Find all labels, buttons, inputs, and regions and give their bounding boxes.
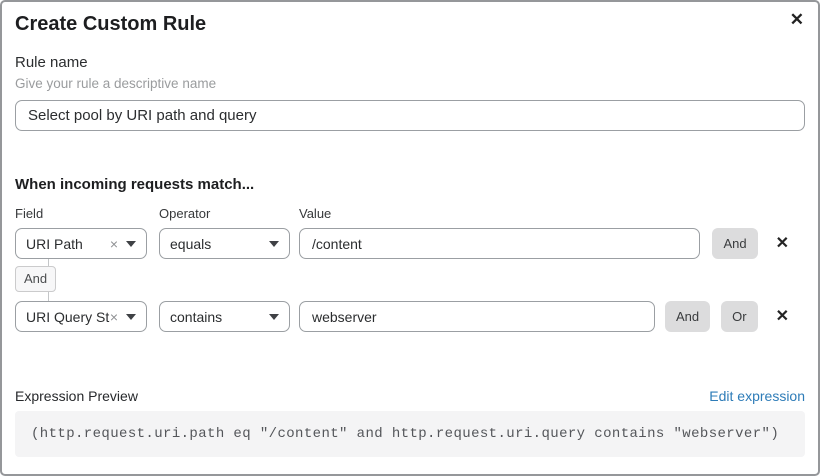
chevron-down-icon bbox=[126, 240, 136, 247]
condition-row: URI Query St... × contains And Or ✕ bbox=[15, 301, 805, 332]
rule-name-label: Rule name bbox=[15, 54, 88, 71]
connector-line bbox=[48, 259, 49, 266]
field-select-value: URI Path bbox=[26, 235, 83, 252]
connector-line bbox=[48, 292, 49, 301]
and-connector-badge[interactable]: And bbox=[15, 266, 57, 292]
operator-column-label: Operator bbox=[159, 206, 211, 221]
page-title: Create Custom Rule bbox=[15, 13, 207, 35]
expression-preview-header: Expression Preview Edit expression bbox=[15, 388, 805, 404]
operator-select-value: equals bbox=[170, 235, 212, 252]
expression-preview-label: Expression Preview bbox=[15, 388, 138, 404]
condition-column-labels: Field Operator Value bbox=[15, 206, 805, 221]
add-or-condition-button[interactable]: Or bbox=[721, 301, 758, 332]
chevron-down-icon bbox=[269, 240, 279, 247]
value-input[interactable] bbox=[299, 301, 655, 332]
condition-row: URI Path × equals And ✕ bbox=[15, 228, 805, 259]
value-column-label: Value bbox=[299, 206, 332, 221]
remove-row-icon[interactable]: ✕ bbox=[775, 234, 789, 252]
field-column-label: Field bbox=[15, 206, 44, 221]
chevron-down-icon bbox=[269, 313, 279, 320]
operator-select[interactable]: contains bbox=[159, 301, 290, 332]
clear-selection-icon[interactable]: × bbox=[109, 308, 118, 325]
operator-select-value: contains bbox=[170, 308, 223, 325]
field-select[interactable]: URI Path × bbox=[15, 228, 147, 259]
close-icon[interactable]: ✕ bbox=[786, 8, 808, 32]
remove-row-icon[interactable]: ✕ bbox=[775, 307, 789, 325]
add-and-condition-button[interactable]: And bbox=[665, 301, 711, 332]
logic-connector: And bbox=[15, 259, 805, 301]
match-section-heading: When incoming requests match... bbox=[15, 176, 255, 193]
rule-name-helper-text: Give your rule a descriptive name bbox=[15, 76, 217, 91]
add-and-condition-button[interactable]: And bbox=[712, 228, 758, 259]
edit-expression-link[interactable]: Edit expression bbox=[709, 388, 805, 404]
rule-name-input[interactable] bbox=[15, 100, 805, 131]
operator-select[interactable]: equals bbox=[159, 228, 290, 259]
field-select[interactable]: URI Query St... × bbox=[15, 301, 147, 332]
expression-code-block: (http.request.uri.path eq "/content" and… bbox=[15, 411, 805, 457]
modal-header: Create Custom Rule ✕ bbox=[15, 2, 805, 36]
chevron-down-icon bbox=[126, 313, 136, 320]
value-input[interactable] bbox=[299, 228, 701, 259]
clear-selection-icon[interactable]: × bbox=[109, 235, 118, 252]
field-select-value: URI Query St... bbox=[26, 308, 110, 325]
